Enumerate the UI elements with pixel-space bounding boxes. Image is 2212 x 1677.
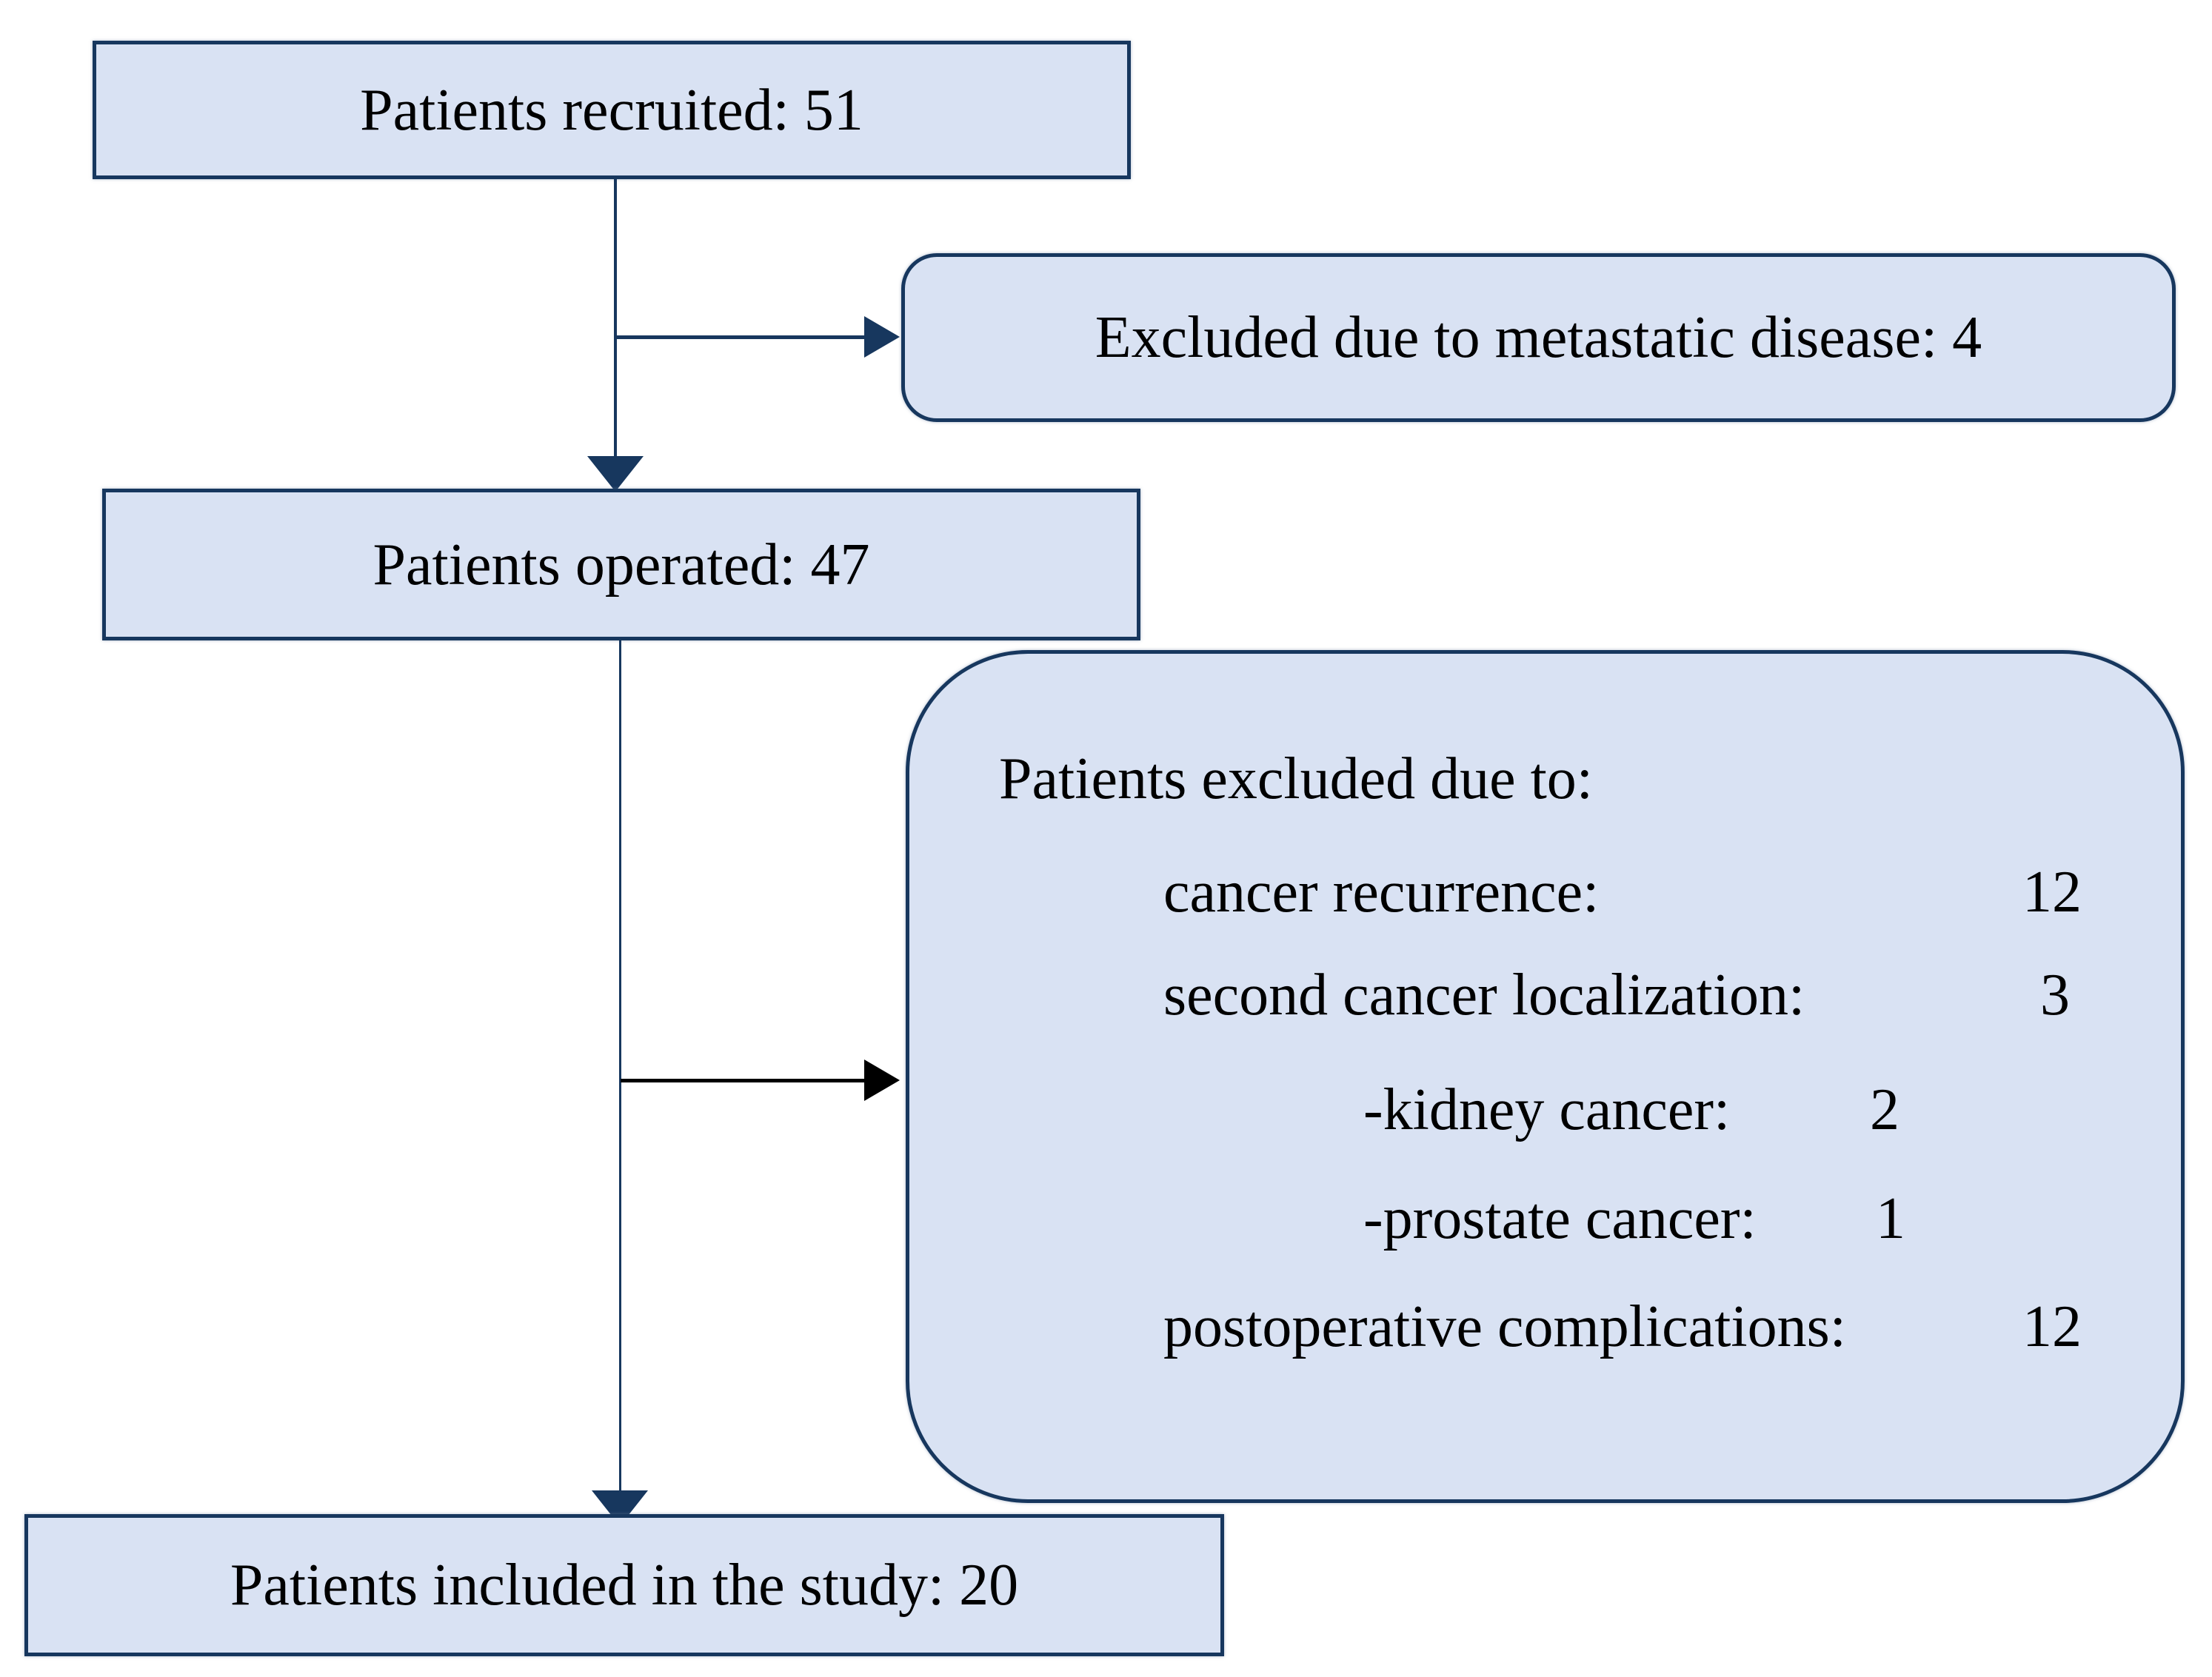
exclusion-row-label: -kidney cancer: xyxy=(1363,1077,1731,1142)
exclusion-row-value: 1 xyxy=(1876,1186,1905,1251)
exclusion-row-kidney-cancer: -kidney cancer: 2 xyxy=(909,1073,2181,1147)
arrowhead-right-icon xyxy=(864,316,900,358)
box-excluded-metastatic: Excluded due to metastatic disease: 4 xyxy=(901,253,2176,422)
exclusion-row-value: 12 xyxy=(2022,1294,2082,1359)
box-patients-operated: Patients operated: 47 xyxy=(102,489,1140,640)
box-patients-recruited: Patients recruited: 51 xyxy=(93,41,1131,179)
exclusion-row-label: postoperative complications: xyxy=(1163,1294,1846,1359)
exclusion-row-value: 12 xyxy=(2022,860,2082,925)
exclusion-row-label: second cancer localization: xyxy=(1163,963,1805,1028)
box-excluded-metastatic-label: Excluded due to metastatic disease: 4 xyxy=(1095,305,1982,370)
box-patients-excluded-details: Patients excluded due to: cancer recurre… xyxy=(906,650,2185,1503)
exclusion-row-label: cancer recurrence: xyxy=(1163,860,1600,925)
box-patients-recruited-label: Patients recruited: 51 xyxy=(360,77,863,143)
exclusion-row-value: 3 xyxy=(2040,963,2070,1028)
arrowhead-down-icon xyxy=(587,456,644,492)
connector-line-recruited-to-operated xyxy=(614,179,617,456)
exclusion-row-value: 2 xyxy=(1870,1077,1899,1142)
exclusion-row-cancer-recurrence: cancer recurrence: 12 xyxy=(909,855,2181,929)
box-patients-included-label: Patients included in the study: 20 xyxy=(230,1553,1019,1618)
exclusion-row-second-cancer-localization: second cancer localization: 3 xyxy=(909,958,2181,1032)
exclusions-title: Patients excluded due to: xyxy=(999,746,1594,811)
exclusion-row-prostate-cancer: -prostate cancer: 1 xyxy=(909,1182,2181,1256)
box-patients-included: Patients included in the study: 20 xyxy=(24,1514,1224,1656)
connector-line-to-exclusions-box xyxy=(621,1079,865,1082)
exclusions-title-row: Patients excluded due to: xyxy=(909,742,2181,816)
exclusion-row-postoperative-complications: postoperative complications: 12 xyxy=(909,1290,2181,1364)
arrowhead-right-icon xyxy=(864,1060,900,1101)
exclusion-row-label: -prostate cancer: xyxy=(1363,1186,1757,1251)
connector-line-operated-to-included xyxy=(619,640,621,1490)
connector-line-to-metastatic-exclusion xyxy=(615,335,865,339)
box-patients-operated-label: Patients operated: 47 xyxy=(372,532,870,598)
